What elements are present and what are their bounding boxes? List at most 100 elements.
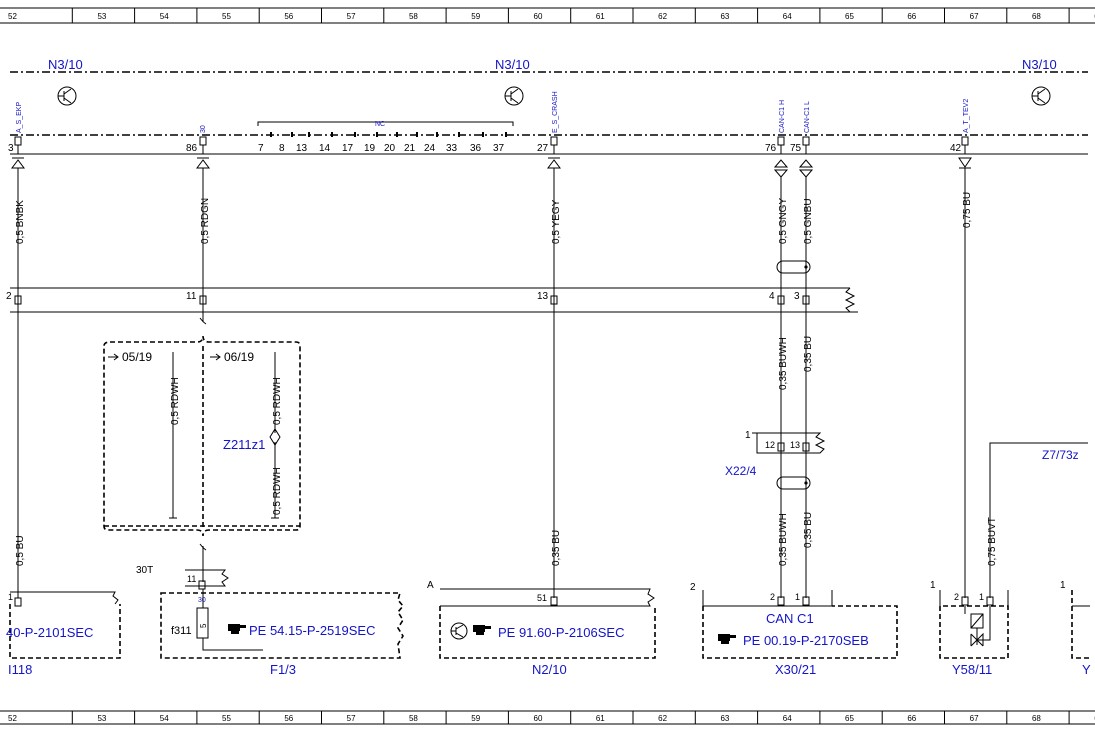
signal-arrows — [11, 157, 972, 178]
ruler-label: 62 — [658, 12, 667, 21]
ruler-label: 58 — [409, 714, 418, 723]
nc-pin-mark — [354, 132, 356, 137]
strip-pin-mark — [199, 295, 207, 305]
ruler-label: 56 — [284, 12, 293, 21]
signal-30: 30 — [200, 125, 207, 133]
i118-ref: 40-P-2101SEC — [6, 625, 93, 640]
wire-label: 0,5 RDWH — [272, 377, 283, 425]
ruler-label: 52 — [8, 714, 17, 723]
f1-3-pin-11: 11 — [187, 574, 196, 584]
strip-pin-11: 11 — [186, 291, 197, 302]
ruler-label: 60 — [534, 714, 543, 723]
signal-a-s-ekp: A_S_EKP — [16, 102, 23, 133]
top-ruler: 525354555657585960616263646566676869 — [0, 7, 1095, 24]
strip-pin-2: 2 — [6, 291, 12, 302]
fuse-pin: 5 — [199, 623, 208, 628]
pin-stub — [14, 136, 22, 146]
ruler-label: 57 — [347, 12, 356, 21]
wires — [17, 168, 1088, 598]
component-n2-10: A 51 PE 91.60-P-2106SEC N2/10 — [427, 580, 656, 677]
ruler-label: 63 — [720, 12, 729, 21]
f1-3-ref: PE 54.15-P-2519SEC — [249, 623, 375, 638]
ecu-n3-10: N3/10 N3/10 N3/10 A_S_EKP 30 E_S_CRASH C… — [8, 57, 1088, 155]
nc-pin: 20 — [384, 143, 396, 154]
nc-pin: 24 — [424, 143, 436, 154]
ruler-label: 54 — [160, 714, 169, 723]
y58-11-pin-1: 1 — [979, 592, 984, 602]
ruler-label: 66 — [907, 12, 916, 21]
strip-pin-mark — [550, 295, 558, 305]
wire-label: 0,5 RDWH — [170, 377, 181, 425]
transistor-icon — [450, 622, 468, 640]
wire-label: 0,75 BUVT — [987, 517, 998, 566]
nc-pin: 37 — [493, 143, 505, 154]
strip-pin-mark — [802, 295, 810, 305]
wire-label: 0,5 RDWH — [272, 467, 283, 515]
ruler-label: 68 — [1032, 12, 1041, 21]
nc-pin-mark — [270, 132, 272, 137]
nc-pin-mark — [291, 132, 293, 137]
pin-stub — [802, 136, 810, 146]
strip-pin-3: 3 — [794, 291, 800, 302]
ruler-label: 61 — [596, 12, 605, 21]
x30-21-can: CAN C1 — [766, 611, 814, 626]
ruler-label: 59 — [471, 12, 480, 21]
nc-pin: 13 — [296, 143, 308, 154]
ruler-label: 54 — [160, 12, 169, 21]
x22-pin-12: 12 — [765, 440, 775, 450]
nc-pin: 7 — [258, 143, 264, 154]
n2-10-pin: 51 — [537, 593, 547, 603]
transistor-icon — [57, 86, 77, 106]
ruler-label: 65 — [845, 12, 854, 21]
i118-name: I118 — [8, 662, 32, 677]
n2-10-name: N2/10 — [532, 662, 567, 677]
pin-27: 27 — [537, 143, 549, 154]
variant-box: 05/19 06/19 Z211z1 — [103, 335, 301, 537]
wire-label: 0,5 GNBU — [803, 198, 814, 244]
nc-pin-mark — [436, 132, 438, 137]
signal-can-c1-h: CAN-C1 H — [779, 100, 786, 133]
pin-75: 75 — [790, 143, 802, 154]
transistor-icon — [1031, 86, 1051, 106]
x30-21-pin-1: 1 — [795, 592, 800, 602]
pin-stub — [199, 136, 207, 146]
nc-pin-mark — [308, 132, 310, 137]
wire-label: 0,35 BU — [551, 530, 562, 566]
wire-label: 0,5 YEGY — [551, 199, 562, 244]
nc-pin-mark — [505, 132, 507, 137]
ruler-label: 58 — [409, 12, 418, 21]
wire-label: 0,35 BUWH — [778, 513, 789, 566]
pin-76: 76 — [765, 143, 777, 154]
ruler-label: 61 — [596, 714, 605, 723]
n2-10-ref: PE 91.60-P-2106SEC — [498, 625, 624, 640]
x22-label: X22/4 — [725, 464, 757, 478]
nc-pin: 19 — [364, 143, 376, 154]
x30-21-pin-2: 2 — [770, 592, 775, 602]
nc-pin: 14 — [319, 143, 331, 154]
signal-can-c1-l: CAN-C1 L — [804, 101, 811, 133]
ruler-label: 52 — [8, 12, 17, 21]
ruler-label: 65 — [845, 714, 854, 723]
f1-3-pin-30: 30 — [198, 597, 206, 604]
pin-stub — [961, 136, 969, 146]
x30-21-name: X30/21 — [775, 662, 816, 677]
pointing-hand-icon — [228, 624, 246, 634]
connector-x22-4: 1 12 13 X22/4 — [725, 430, 826, 478]
wire-label: 0,5 GNGY — [778, 198, 789, 244]
transistor-icon — [504, 86, 524, 106]
nc-pin-mark — [482, 132, 484, 137]
ruler-label: 53 — [97, 12, 106, 21]
variant-right: 06/19 — [224, 350, 254, 364]
ruler-label: 67 — [970, 12, 979, 21]
z211z1-label: Z211z1 — [223, 437, 265, 452]
nc-pin-mark — [416, 132, 418, 137]
y58-11-num: 1 — [930, 580, 936, 591]
wire-label: 0,5 RDGN — [200, 198, 211, 244]
pointing-hand-icon — [718, 634, 736, 644]
variant-left: 05/19 — [122, 350, 152, 364]
nc-pin: 33 — [446, 143, 458, 154]
component-i118: 1 40-P-2101SEC I118 — [6, 591, 121, 677]
signal-a-t-tev2: A_T_TEV2 — [963, 99, 970, 133]
